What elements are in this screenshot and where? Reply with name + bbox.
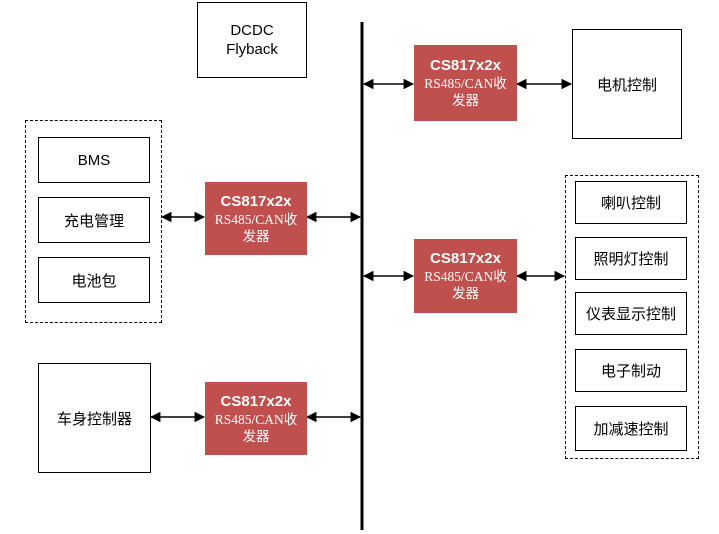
peripheral-group-frame [565,175,699,459]
transceiver-peripherals: CS817x2x RS485/CAN收发器 [414,239,517,313]
lighting-control-box: 照明灯控制 [575,237,687,280]
transceiver-title: CS817x2x [430,57,501,74]
transceiver-subtitle: RS485/CAN收发器 [214,211,298,244]
transceiver-body-controller: CS817x2x RS485/CAN收发器 [205,382,307,455]
instrument-display-control-box: 仪表显示控制 [575,292,687,335]
flyback-label: Flyback [226,41,278,58]
transceiver-title: CS817x2x [220,192,292,210]
body-controller-box: 车身控制器 [38,363,151,473]
transceiver-subtitle: RS485/CAN收发器 [214,411,298,444]
battery-pack-box: 电池包 [38,257,150,303]
motor-control-box: 电机控制 [572,29,682,139]
charging-management-box: 充电管理 [38,197,150,243]
transceiver-battery: CS817x2x RS485/CAN收发器 [205,182,307,255]
transceiver-motor: CS817x2x RS485/CAN收发器 [414,45,517,121]
bms-box: BMS [38,137,150,183]
transceiver-title: CS817x2x [220,392,292,410]
battery-group-frame [25,120,162,323]
dcdc-flyback-box: DCDC Flyback [197,2,307,78]
transceiver-subtitle: RS485/CAN收发器 [424,76,507,108]
electronic-braking-box: 电子制动 [575,349,687,392]
transceiver-subtitle: RS485/CAN收发器 [424,269,507,301]
transceiver-title: CS817x2x [430,250,501,267]
horn-control-box: 喇叭控制 [575,181,687,224]
acceleration-control-box: 加减速控制 [575,406,687,451]
dcdc-label: DCDC [230,22,274,39]
